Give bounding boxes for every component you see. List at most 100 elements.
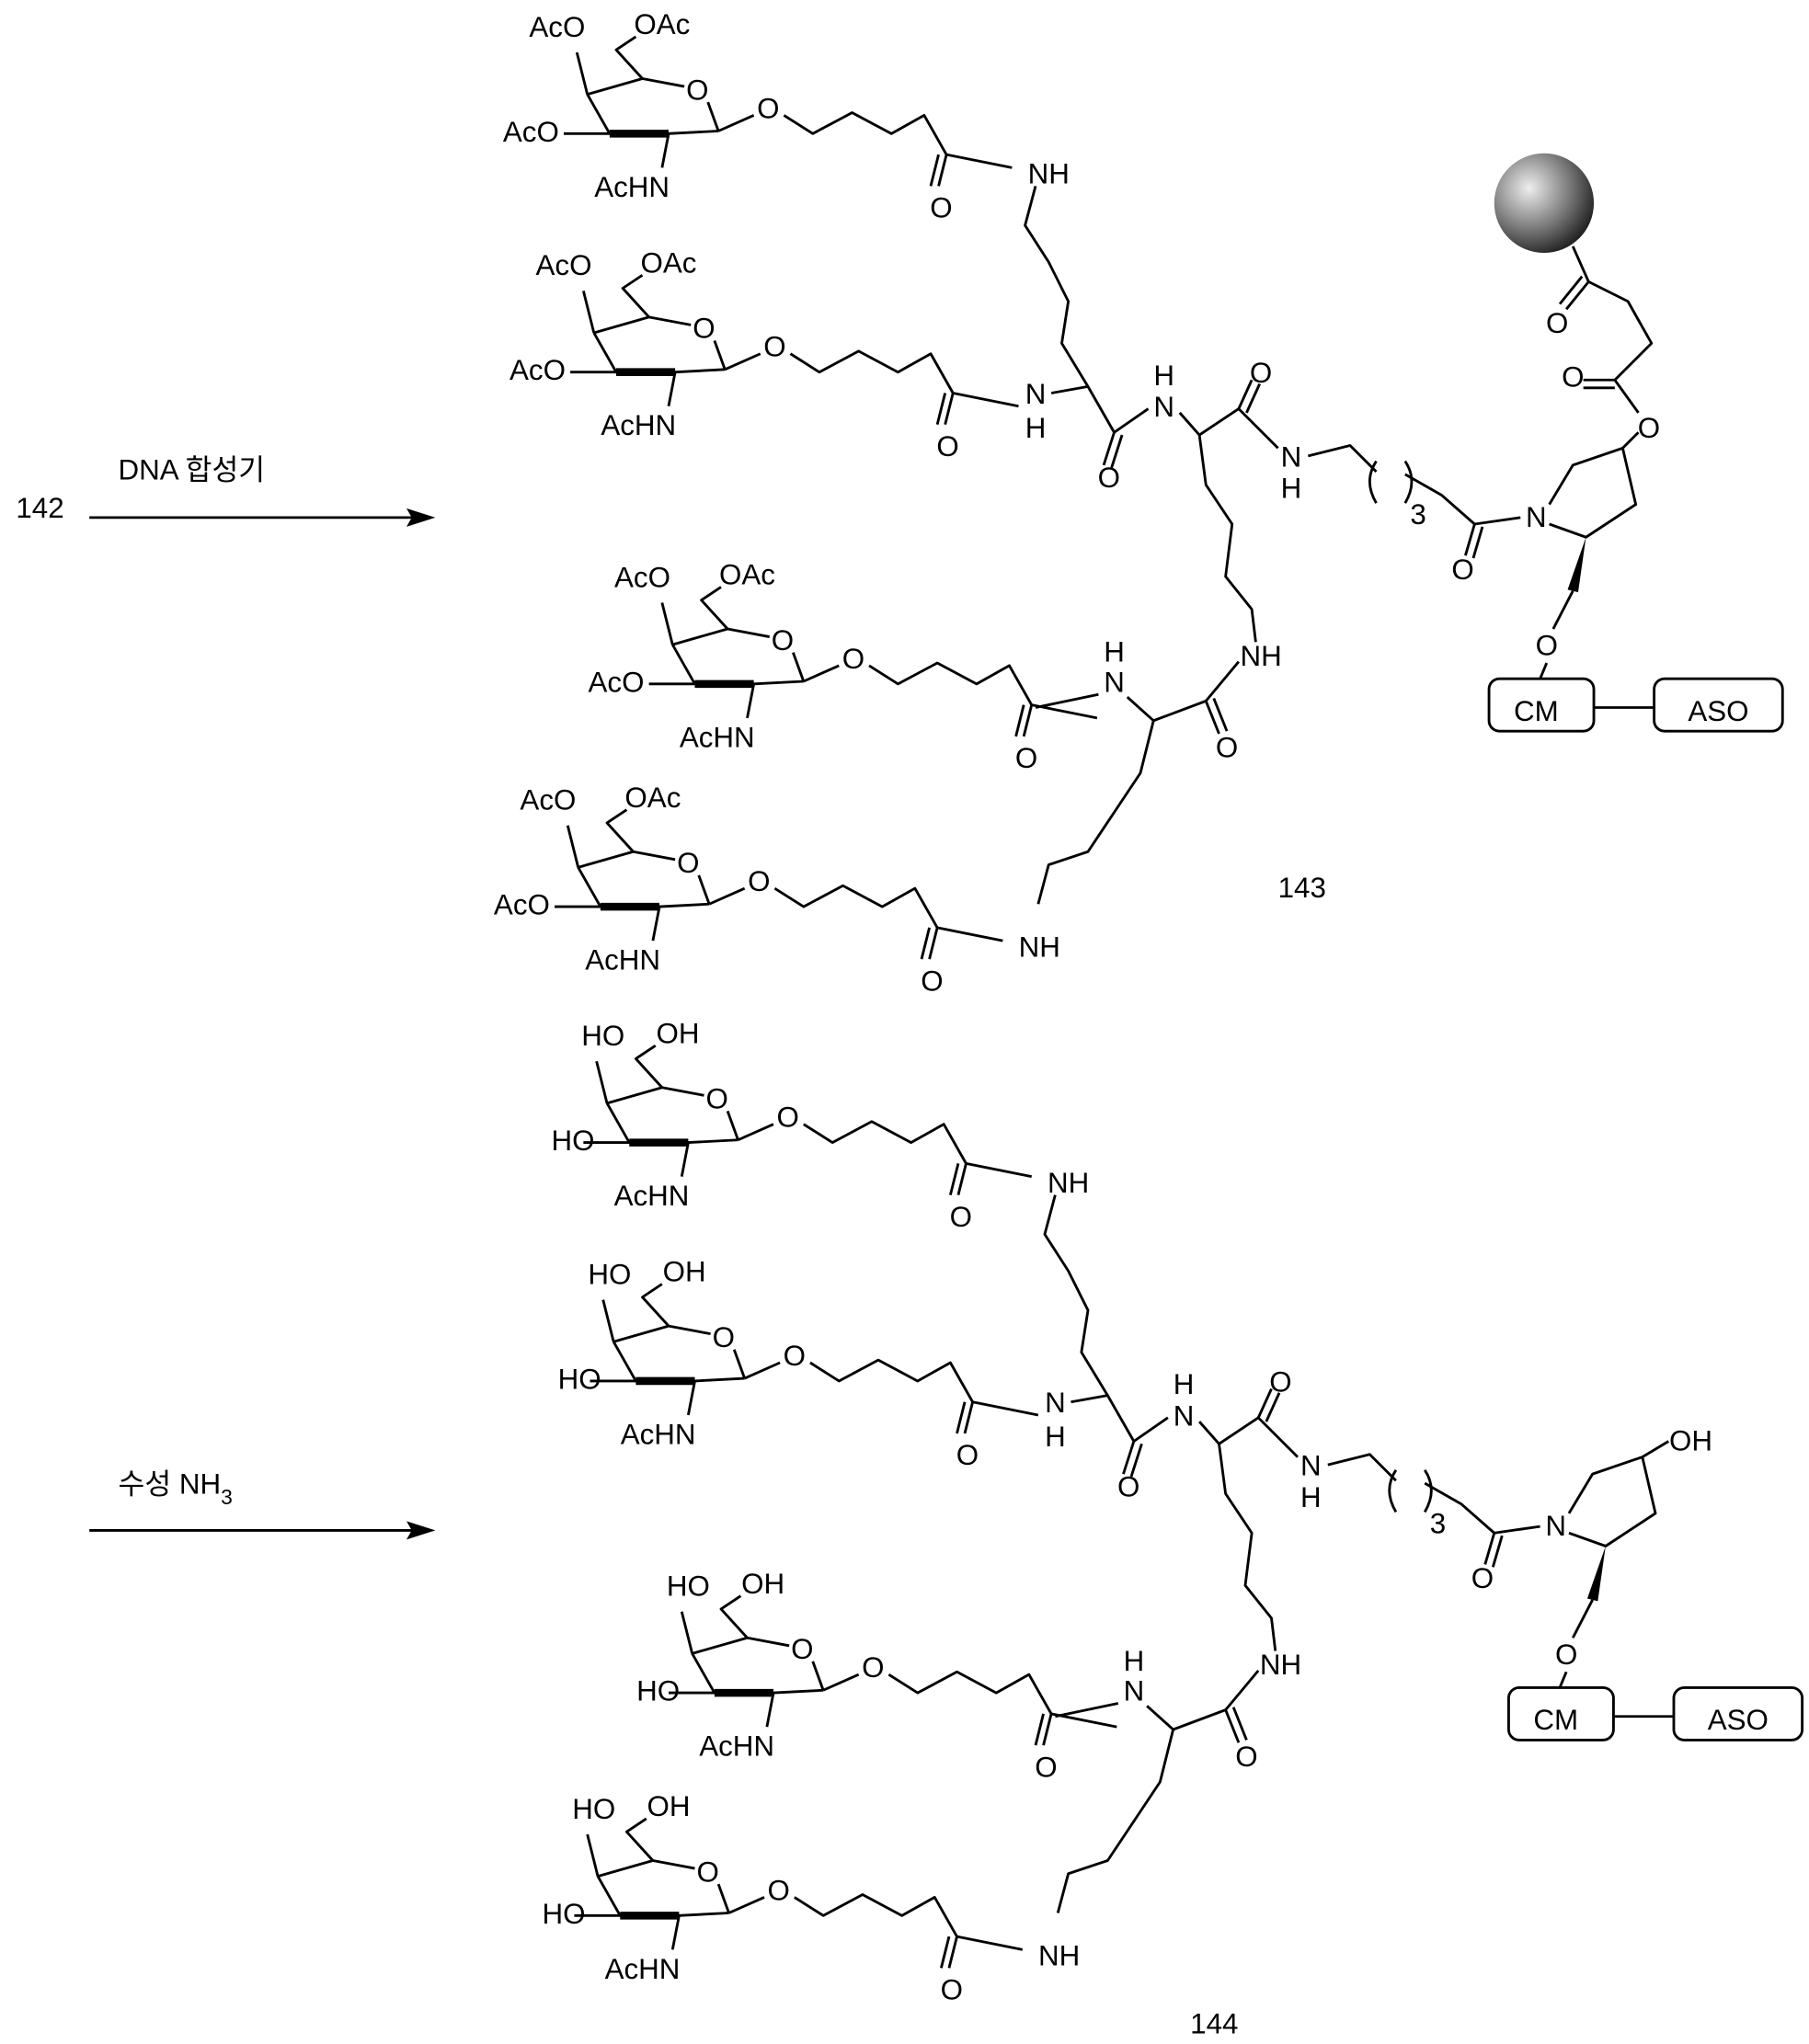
bond <box>1016 705 1025 737</box>
carbonyl-oxygen: O <box>1035 1751 1057 1783</box>
bond <box>643 1285 670 1327</box>
hydroxyl-label: OAc <box>641 246 697 279</box>
ring-oxygen: O <box>686 74 708 106</box>
ester-oxygen: O <box>1638 412 1660 444</box>
bond <box>1239 409 1278 449</box>
galnac-unit: OAcOOAcAcOAcHNOONH <box>503 8 1070 223</box>
hydroxyl-label: HO <box>667 1570 710 1603</box>
bond <box>922 928 930 959</box>
bond <box>607 810 634 852</box>
amide-h: H <box>1104 636 1125 668</box>
product-143-number: 143 <box>1278 872 1326 904</box>
hydroxyl-label: OH <box>656 1017 699 1049</box>
carbonyl-oxygen: O <box>1235 1741 1257 1773</box>
bond <box>1044 1714 1052 1745</box>
amide-h: H <box>1153 360 1174 392</box>
bond <box>588 1834 598 1877</box>
ring-bond <box>708 102 718 131</box>
galnac-unit: OHOOHHOAcHNOO <box>636 1568 1116 1784</box>
bond <box>774 885 937 928</box>
bond <box>669 372 675 406</box>
bond <box>583 291 593 333</box>
bond <box>718 115 753 131</box>
bond <box>1540 663 1547 679</box>
acetamido-label: AcHN <box>594 171 670 203</box>
bond <box>1550 448 1636 537</box>
carbonyl-oxygen: O <box>1117 1470 1139 1502</box>
amide-h: H <box>1281 473 1302 505</box>
pyrrolidine-n: N <box>1526 501 1547 533</box>
hydroxyl-label: HO <box>543 1898 586 1930</box>
carbonyl-oxygen: O <box>941 1974 963 2006</box>
bond <box>725 354 760 370</box>
hydroxyl-label: HO <box>636 1675 680 1707</box>
bond <box>721 1596 748 1639</box>
hydroxyl-label: HO <box>551 1125 594 1157</box>
bond <box>616 37 643 79</box>
carbonyl-oxygen: O <box>1269 1365 1291 1398</box>
amide-nh: NH <box>1038 1940 1080 1972</box>
bond <box>767 1693 773 1727</box>
acetamido-label: AcHN <box>601 409 676 441</box>
bond <box>745 1363 780 1378</box>
bond <box>791 351 954 394</box>
bond <box>1328 1455 1396 1481</box>
ring-bond <box>727 1111 738 1139</box>
compound-143-structure: OAcOOAcAcOAcHNOONHOAcOOAcAcOAcHNOOOAcOOA… <box>494 8 1782 997</box>
amide-n: N <box>1281 440 1302 473</box>
amide-nh: NH <box>1028 158 1070 190</box>
bond <box>1494 1526 1540 1533</box>
bond <box>597 1061 607 1103</box>
bond <box>738 1125 773 1140</box>
amide-nh: NH <box>1048 1167 1089 1199</box>
bond <box>748 684 754 718</box>
bond <box>1036 1714 1044 1745</box>
hydroxyl-label: AcO <box>614 561 670 593</box>
bond <box>937 394 945 425</box>
bond <box>688 1381 694 1415</box>
acetamido-label: AcHN <box>699 1730 774 1762</box>
galnac-unit: OHOOHHOAcHNOO <box>558 1256 1038 1471</box>
bond <box>1560 1672 1566 1687</box>
bond <box>1473 527 1483 558</box>
reagent-2-label: 수성 NH3 <box>119 1467 233 1508</box>
galnac-unit: OHOOHHOAcHNOONH <box>543 1790 1081 2006</box>
bond <box>623 275 649 317</box>
galnac-unit: OAcOOAcAcOAcHNOONH <box>494 782 1060 998</box>
bond <box>1051 386 1114 432</box>
bond <box>1036 694 1098 707</box>
amide-n: N <box>1025 378 1047 410</box>
start-compound-number: 142 <box>16 492 63 524</box>
amide-nh: NH <box>1260 1649 1301 1681</box>
bond <box>603 1300 613 1342</box>
carbonyl-oxygen: O <box>930 192 952 224</box>
bond <box>672 1915 679 1949</box>
ring-bond <box>594 317 691 333</box>
wedge-bond <box>1587 1547 1606 1602</box>
carbonyl-oxygen: O <box>1562 360 1584 393</box>
bond <box>973 1402 1038 1415</box>
bond <box>1045 1195 1107 1396</box>
ring-bond <box>734 1350 744 1378</box>
hydroxyl-label: OH <box>663 1256 706 1288</box>
ether-oxygen: O <box>1536 630 1558 662</box>
hydroxyl-label: OAc <box>634 8 690 40</box>
aso-label: ASO <box>1708 1704 1769 1736</box>
bond <box>1071 1396 1133 1442</box>
bond <box>965 1402 973 1433</box>
bond <box>953 394 1018 406</box>
ring-oxygen: O <box>772 624 794 657</box>
bond <box>662 133 669 167</box>
hydroxyl-label: OH <box>647 1790 691 1822</box>
bond <box>869 663 1032 705</box>
amide-h: H <box>1300 1481 1322 1513</box>
ring-bond <box>715 341 725 370</box>
bond <box>946 154 1012 167</box>
bond <box>1308 446 1376 473</box>
hydroxyl-label: AcO <box>509 354 566 386</box>
acetamido-label: AcHN <box>621 1418 696 1450</box>
hydroxyl-label: AcO <box>494 889 550 921</box>
aso-label: ASO <box>1688 695 1748 727</box>
glycosidic-oxygen: O <box>768 1874 790 1906</box>
